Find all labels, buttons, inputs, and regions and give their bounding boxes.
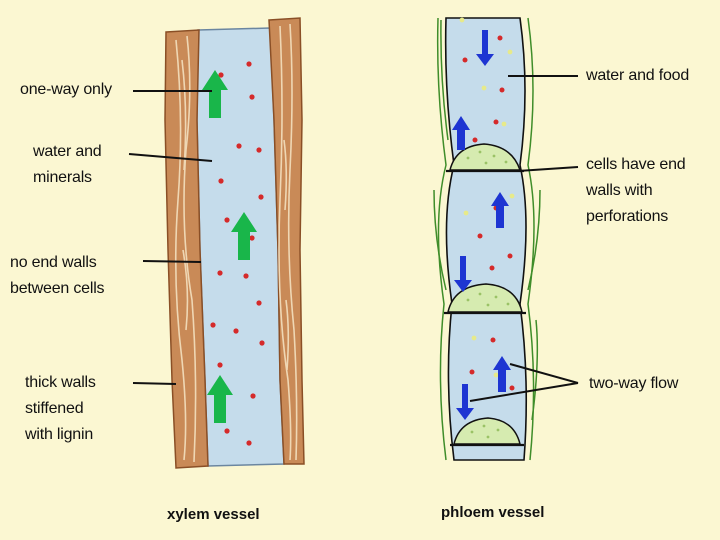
phloem-companion-walls	[433, 17, 541, 461]
label-no-end-walls: no end walls between cells	[10, 254, 105, 297]
caption-phloem-vessel: phloem vessel	[441, 504, 545, 521]
label-thick-walls: thick walls stiffened with lignin	[25, 374, 96, 443]
up-arrow-icon	[491, 192, 509, 228]
up-arrow-icon	[231, 212, 257, 260]
label-one-way-only: one-way only	[20, 81, 112, 98]
phloem-end-lines	[444, 169, 526, 447]
sieve-pores	[466, 150, 510, 439]
xylem-wood-grain	[174, 23, 298, 463]
down-arrow-icon	[476, 30, 494, 66]
phloem-leader-lines	[469, 75, 579, 402]
caption-xylem-vessel: xylem vessel	[167, 506, 260, 523]
label-water-and-food: water and food	[586, 67, 690, 84]
sieve-plate	[453, 417, 521, 445]
down-arrow-icon	[456, 384, 474, 420]
up-arrow-icon	[202, 70, 228, 118]
sieve-plates	[447, 143, 523, 445]
phloem-flow-arrows	[452, 30, 511, 420]
up-arrow-icon	[207, 375, 233, 423]
phloem-food-particles	[459, 17, 515, 378]
xylem-up-arrows	[202, 70, 257, 423]
sieve-plate	[449, 143, 522, 171]
xylem-leader-lines	[128, 90, 213, 385]
label-water-and-minerals: water and minerals	[33, 143, 102, 186]
xylem-vessel	[128, 17, 305, 469]
xylem-particles	[210, 61, 265, 446]
label-cells-have-end-walls: cells have end walls with perforations	[586, 156, 686, 225]
up-arrow-icon	[493, 356, 511, 392]
down-arrow-icon	[454, 256, 472, 292]
label-two-way-flow: two-way flow	[589, 375, 679, 392]
sieve-plate	[447, 283, 523, 313]
up-arrow-icon	[452, 116, 470, 150]
phloem-vessel	[433, 17, 579, 461]
phloem-particles	[462, 35, 515, 391]
